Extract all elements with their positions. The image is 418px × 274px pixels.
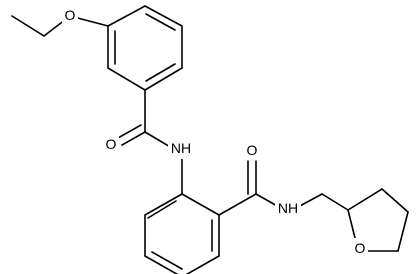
bond-ch2-thf — [321, 193, 349, 211]
atom-label-layer: O O NH O NH O — [62, 5, 368, 258]
bond-ethyl-ch3-ch2 — [11, 15, 45, 37]
amide2-nitrogen-label: NH — [278, 200, 298, 216]
bond-ringB-carbonyl — [218, 193, 257, 216]
bond-ringA-1 — [107, 5, 146, 27]
bond-thf-1 — [347, 188, 383, 211]
ether-oxygen-label: O — [65, 7, 76, 23]
bond-thf-3 — [397, 211, 409, 252]
ring-oxygen-label: O — [355, 240, 366, 256]
bond-ringB-4 — [185, 255, 220, 274]
bond-ringA-2 — [144, 5, 183, 27]
bond-thf-5 — [347, 209, 356, 239]
bond-ringB-6 — [181, 193, 220, 216]
amide1-nitrogen-label: NH — [171, 140, 191, 156]
bond-n2-ch2 — [297, 193, 323, 208]
bond-ringB-3-inner — [151, 251, 183, 270]
bond-layer — [11, 5, 409, 274]
bond-ringB-1 — [144, 193, 183, 216]
bond-carbonyl1-n — [144, 131, 173, 149]
bond-ringA-4 — [144, 67, 183, 91]
bond-ringA-2-inner — [145, 13, 176, 31]
amide2-oxygen-label: O — [247, 142, 258, 158]
bond-ringA-4-inner — [145, 63, 176, 82]
bond-ringB-1-inner — [147, 200, 177, 219]
bond-carbonyl1-o-a — [121, 131, 146, 146]
bond-ringA-5 — [107, 67, 146, 91]
bond-carbonyl1-o-b — [117, 124, 142, 139]
bond-thf-2 — [381, 188, 409, 213]
amide1-oxygen-label: O — [106, 136, 117, 152]
